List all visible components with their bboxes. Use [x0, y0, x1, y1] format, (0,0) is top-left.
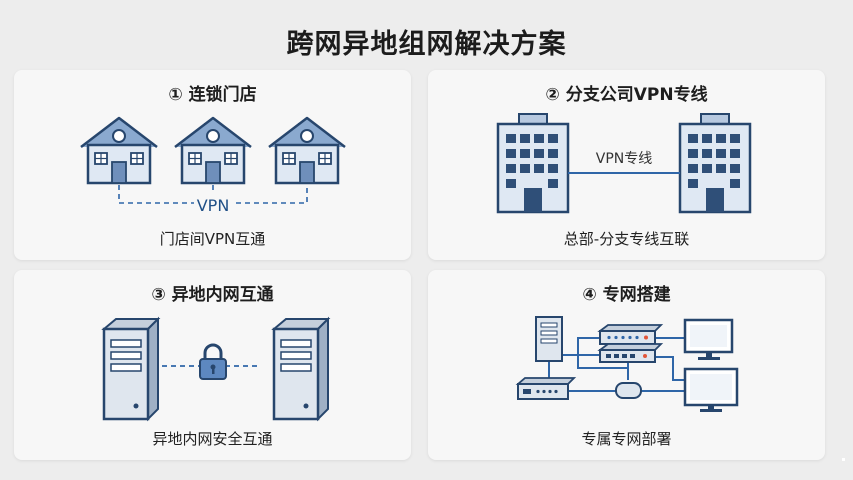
house-icon — [79, 116, 159, 185]
panel-title: ③ 异地内网互通 — [151, 285, 274, 305]
vpn-line-label: VPN专线 — [596, 151, 653, 167]
office-building-icon — [678, 112, 752, 214]
panel-branch-vpn: ② 分支公司VPN专线 VPN专线 总部-分支专线互联 — [428, 70, 825, 260]
server-tower-icon — [535, 316, 563, 362]
panel-title: ① 连锁门店 — [168, 85, 257, 105]
monitor-icon — [683, 318, 734, 360]
panel-remote-intranet: ③ 异地内网互通 异地内网安全互通 — [14, 270, 411, 460]
panel-caption: 门店间VPN互通 — [159, 230, 266, 248]
office-building-icon — [496, 112, 570, 214]
private-network-diagram — [515, 316, 739, 412]
panel-caption: 总部-分支专线互联 — [563, 230, 690, 248]
vpn-label: VPN — [197, 196, 230, 215]
panel-chain-stores: ① 连锁门店 VPN 门店间VPN互通 — [14, 70, 411, 260]
page-title: 跨网异地组网解决方案 — [286, 29, 567, 60]
corner-mark — [842, 458, 845, 461]
house-icon — [267, 116, 347, 185]
panel-title: ④ 专网搭建 — [582, 285, 671, 305]
panel-title: ② 分支公司VPN专线 — [545, 85, 708, 105]
house-icon — [173, 116, 253, 185]
panel-caption: 异地内网安全互通 — [152, 430, 273, 448]
server-tower-icon — [102, 317, 160, 421]
chain-stores-diagram: VPN — [79, 116, 347, 215]
network-switch-icon — [597, 343, 664, 363]
network-switch-icon — [515, 377, 577, 400]
branch-vpn-diagram: VPN专线 — [496, 112, 752, 214]
router-icon — [597, 324, 664, 345]
monitor-icon — [683, 367, 739, 412]
panel-private-network: ④ 专网搭建 — [428, 270, 825, 460]
server-tower-icon — [272, 317, 330, 421]
panel-caption: 专属专网部署 — [581, 430, 672, 448]
router-icon — [615, 382, 642, 399]
remote-intranet-diagram — [102, 317, 330, 421]
padlock-icon — [199, 343, 227, 380]
